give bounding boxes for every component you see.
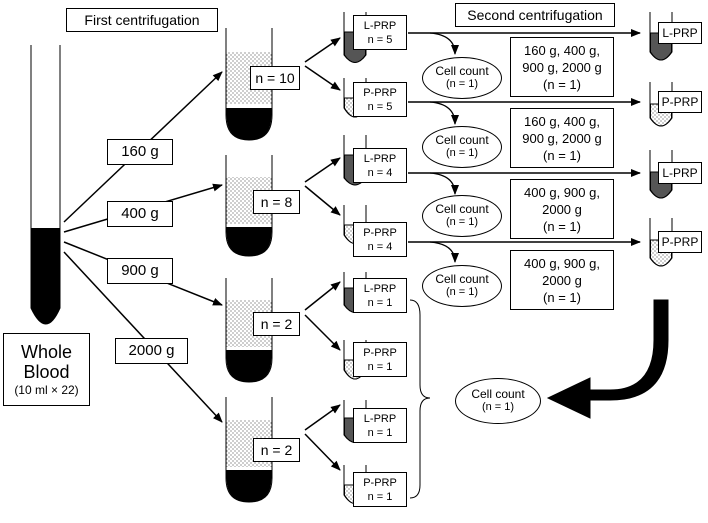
plasma-name: P-PRP bbox=[363, 476, 397, 489]
plasma-n: n = 4 bbox=[367, 166, 393, 179]
second-speed-line3: (n = 1) bbox=[543, 289, 581, 305]
cell-count-n: (n = 1) bbox=[445, 286, 479, 298]
cell-count-n: (n = 1) bbox=[445, 78, 479, 90]
second-speed-line1: 400 g, 900 g, bbox=[524, 184, 600, 200]
plasma-name: P-PRP bbox=[363, 346, 397, 359]
plasma-n: n = 1 bbox=[367, 426, 393, 439]
second-centrifugation-label: Second centrifugation bbox=[455, 3, 615, 27]
second-speed-line2: 900 g, 2000 g bbox=[522, 59, 602, 75]
second-speed-line1: 400 g, 900 g, bbox=[524, 255, 600, 271]
first-centrifugation-label: First centrifugation bbox=[66, 8, 218, 32]
whole-blood-label: Whole Blood (10 ml × 22) bbox=[3, 333, 90, 406]
plasma-n: n = 1 bbox=[367, 296, 393, 309]
tube-count-4: n = 2 bbox=[253, 438, 300, 462]
cell-count-2: Cell count(n = 1) bbox=[422, 126, 502, 168]
plasma-split-arrows bbox=[304, 37, 341, 471]
whole-blood-title2: Blood bbox=[23, 361, 70, 382]
cell-count-curved-arrows bbox=[429, 32, 459, 263]
cell-count-n: (n = 1) bbox=[481, 401, 515, 413]
second-speed-line3: (n = 1) bbox=[543, 76, 581, 92]
result-tubes bbox=[649, 12, 673, 267]
result-label-2: P-PRP bbox=[658, 91, 702, 113]
cell-count-n: (n = 1) bbox=[445, 216, 479, 228]
speed-label-2000: 2000 g bbox=[115, 338, 188, 364]
whole-blood-volume: (10 ml × 22) bbox=[14, 382, 79, 397]
second-speeds-4: 400 g, 900 g,2000 g(n = 1) bbox=[510, 250, 614, 310]
speed-label-400: 400 g bbox=[107, 201, 173, 227]
plasma-name: L-PRP bbox=[363, 19, 397, 32]
cell-count-label: Cell count bbox=[471, 387, 525, 401]
cell-count-1: Cell count(n = 1) bbox=[422, 57, 502, 99]
cell-count-n: (n = 1) bbox=[445, 147, 479, 159]
cell-count-4: Cell count(n = 1) bbox=[422, 265, 502, 307]
plasma-n: n = 1 bbox=[367, 360, 393, 373]
plasma-name: L-PRP bbox=[363, 412, 397, 425]
speed-label-160: 160 g bbox=[107, 139, 173, 165]
plasma-n: n = 1 bbox=[367, 490, 393, 503]
second-speed-line2: 2000 g bbox=[542, 272, 582, 288]
first-tube-2 bbox=[225, 155, 273, 257]
second-speed-line2: 2000 g bbox=[542, 201, 582, 217]
tube-count-3: n = 2 bbox=[253, 312, 300, 336]
plasma-name: L-PRP bbox=[363, 282, 397, 295]
second-centrifugation-arrows bbox=[408, 29, 641, 246]
second-speeds-1: 160 g, 400 g,900 g, 2000 g(n = 1) bbox=[510, 37, 614, 97]
cell-count-label: Cell count bbox=[435, 272, 489, 286]
plasma-name: L-PRP bbox=[363, 152, 397, 165]
tube-count-2: n = 8 bbox=[253, 190, 300, 214]
cell-count-final: Cell count(n = 1) bbox=[455, 378, 541, 424]
big-return-arrow bbox=[546, 299, 669, 419]
plasma-n: n = 4 bbox=[367, 240, 393, 253]
cell-count-3: Cell count(n = 1) bbox=[422, 195, 502, 237]
cell-count-label: Cell count bbox=[435, 64, 489, 78]
plasma-name: P-PRP bbox=[363, 226, 397, 239]
speed-label-900: 900 g bbox=[107, 258, 173, 284]
second-speed-line1: 160 g, 400 g, bbox=[524, 113, 600, 129]
second-speeds-3: 400 g, 900 g,2000 g(n = 1) bbox=[510, 179, 614, 239]
second-speed-line1: 160 g, 400 g, bbox=[524, 42, 600, 58]
result-label-3: L-PRP bbox=[658, 162, 702, 184]
second-speeds-2: 160 g, 400 g,900 g, 2000 g(n = 1) bbox=[510, 108, 614, 168]
second-speed-line2: 900 g, 2000 g bbox=[522, 130, 602, 146]
cell-count-label: Cell count bbox=[435, 202, 489, 216]
result-label-1: L-PRP bbox=[658, 22, 702, 44]
cell-count-label: Cell count bbox=[435, 133, 489, 147]
whole-blood-title: Whole bbox=[20, 341, 73, 362]
second-speed-line3: (n = 1) bbox=[543, 218, 581, 234]
tube-count-1: n = 10 bbox=[250, 66, 300, 90]
brace bbox=[409, 299, 431, 499]
whole-blood-tube bbox=[30, 45, 61, 325]
plasma-n: n = 5 bbox=[367, 33, 393, 46]
plasma-n: n = 5 bbox=[367, 100, 393, 113]
plasma-name: P-PRP bbox=[363, 86, 397, 99]
second-speed-line3: (n = 1) bbox=[543, 147, 581, 163]
result-label-4: P-PRP bbox=[658, 231, 702, 253]
